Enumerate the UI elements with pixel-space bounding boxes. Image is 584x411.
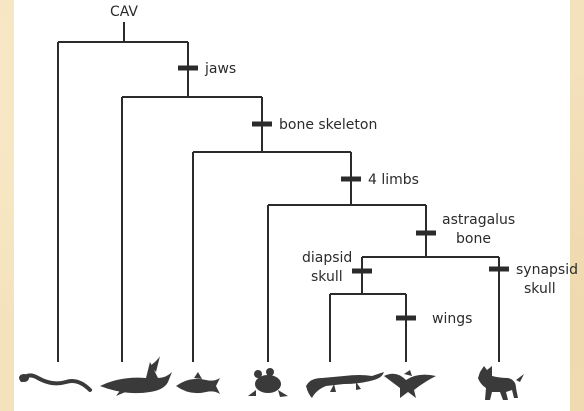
- four-limbs-label: 4 limbs: [368, 172, 419, 188]
- astragalus-label-line1: astragalus: [442, 212, 515, 228]
- frog-icon: [248, 368, 288, 397]
- synapsid-label-line1: synapsid: [516, 262, 578, 278]
- crocodile-icon: [306, 372, 384, 398]
- synapsid-label-line2: skull: [524, 281, 556, 297]
- lamprey-icon: [19, 374, 90, 390]
- jaws-label: jaws: [204, 61, 236, 77]
- diapsid-label-line2: skull: [311, 269, 343, 285]
- tuna-icon: [176, 372, 220, 394]
- shark-icon: [100, 356, 172, 396]
- wings-label: wings: [432, 311, 472, 327]
- bone-skeleton-label: bone skeleton: [279, 117, 377, 133]
- trait-markers: [178, 68, 509, 318]
- eagle-icon: [384, 370, 436, 398]
- astragalus-label-line2: bone: [456, 231, 491, 247]
- root-label: CAV: [110, 4, 138, 20]
- diapsid-label-line1: diapsid: [302, 250, 352, 266]
- dog-icon: [478, 366, 524, 400]
- taxa-silhouettes: [19, 356, 524, 400]
